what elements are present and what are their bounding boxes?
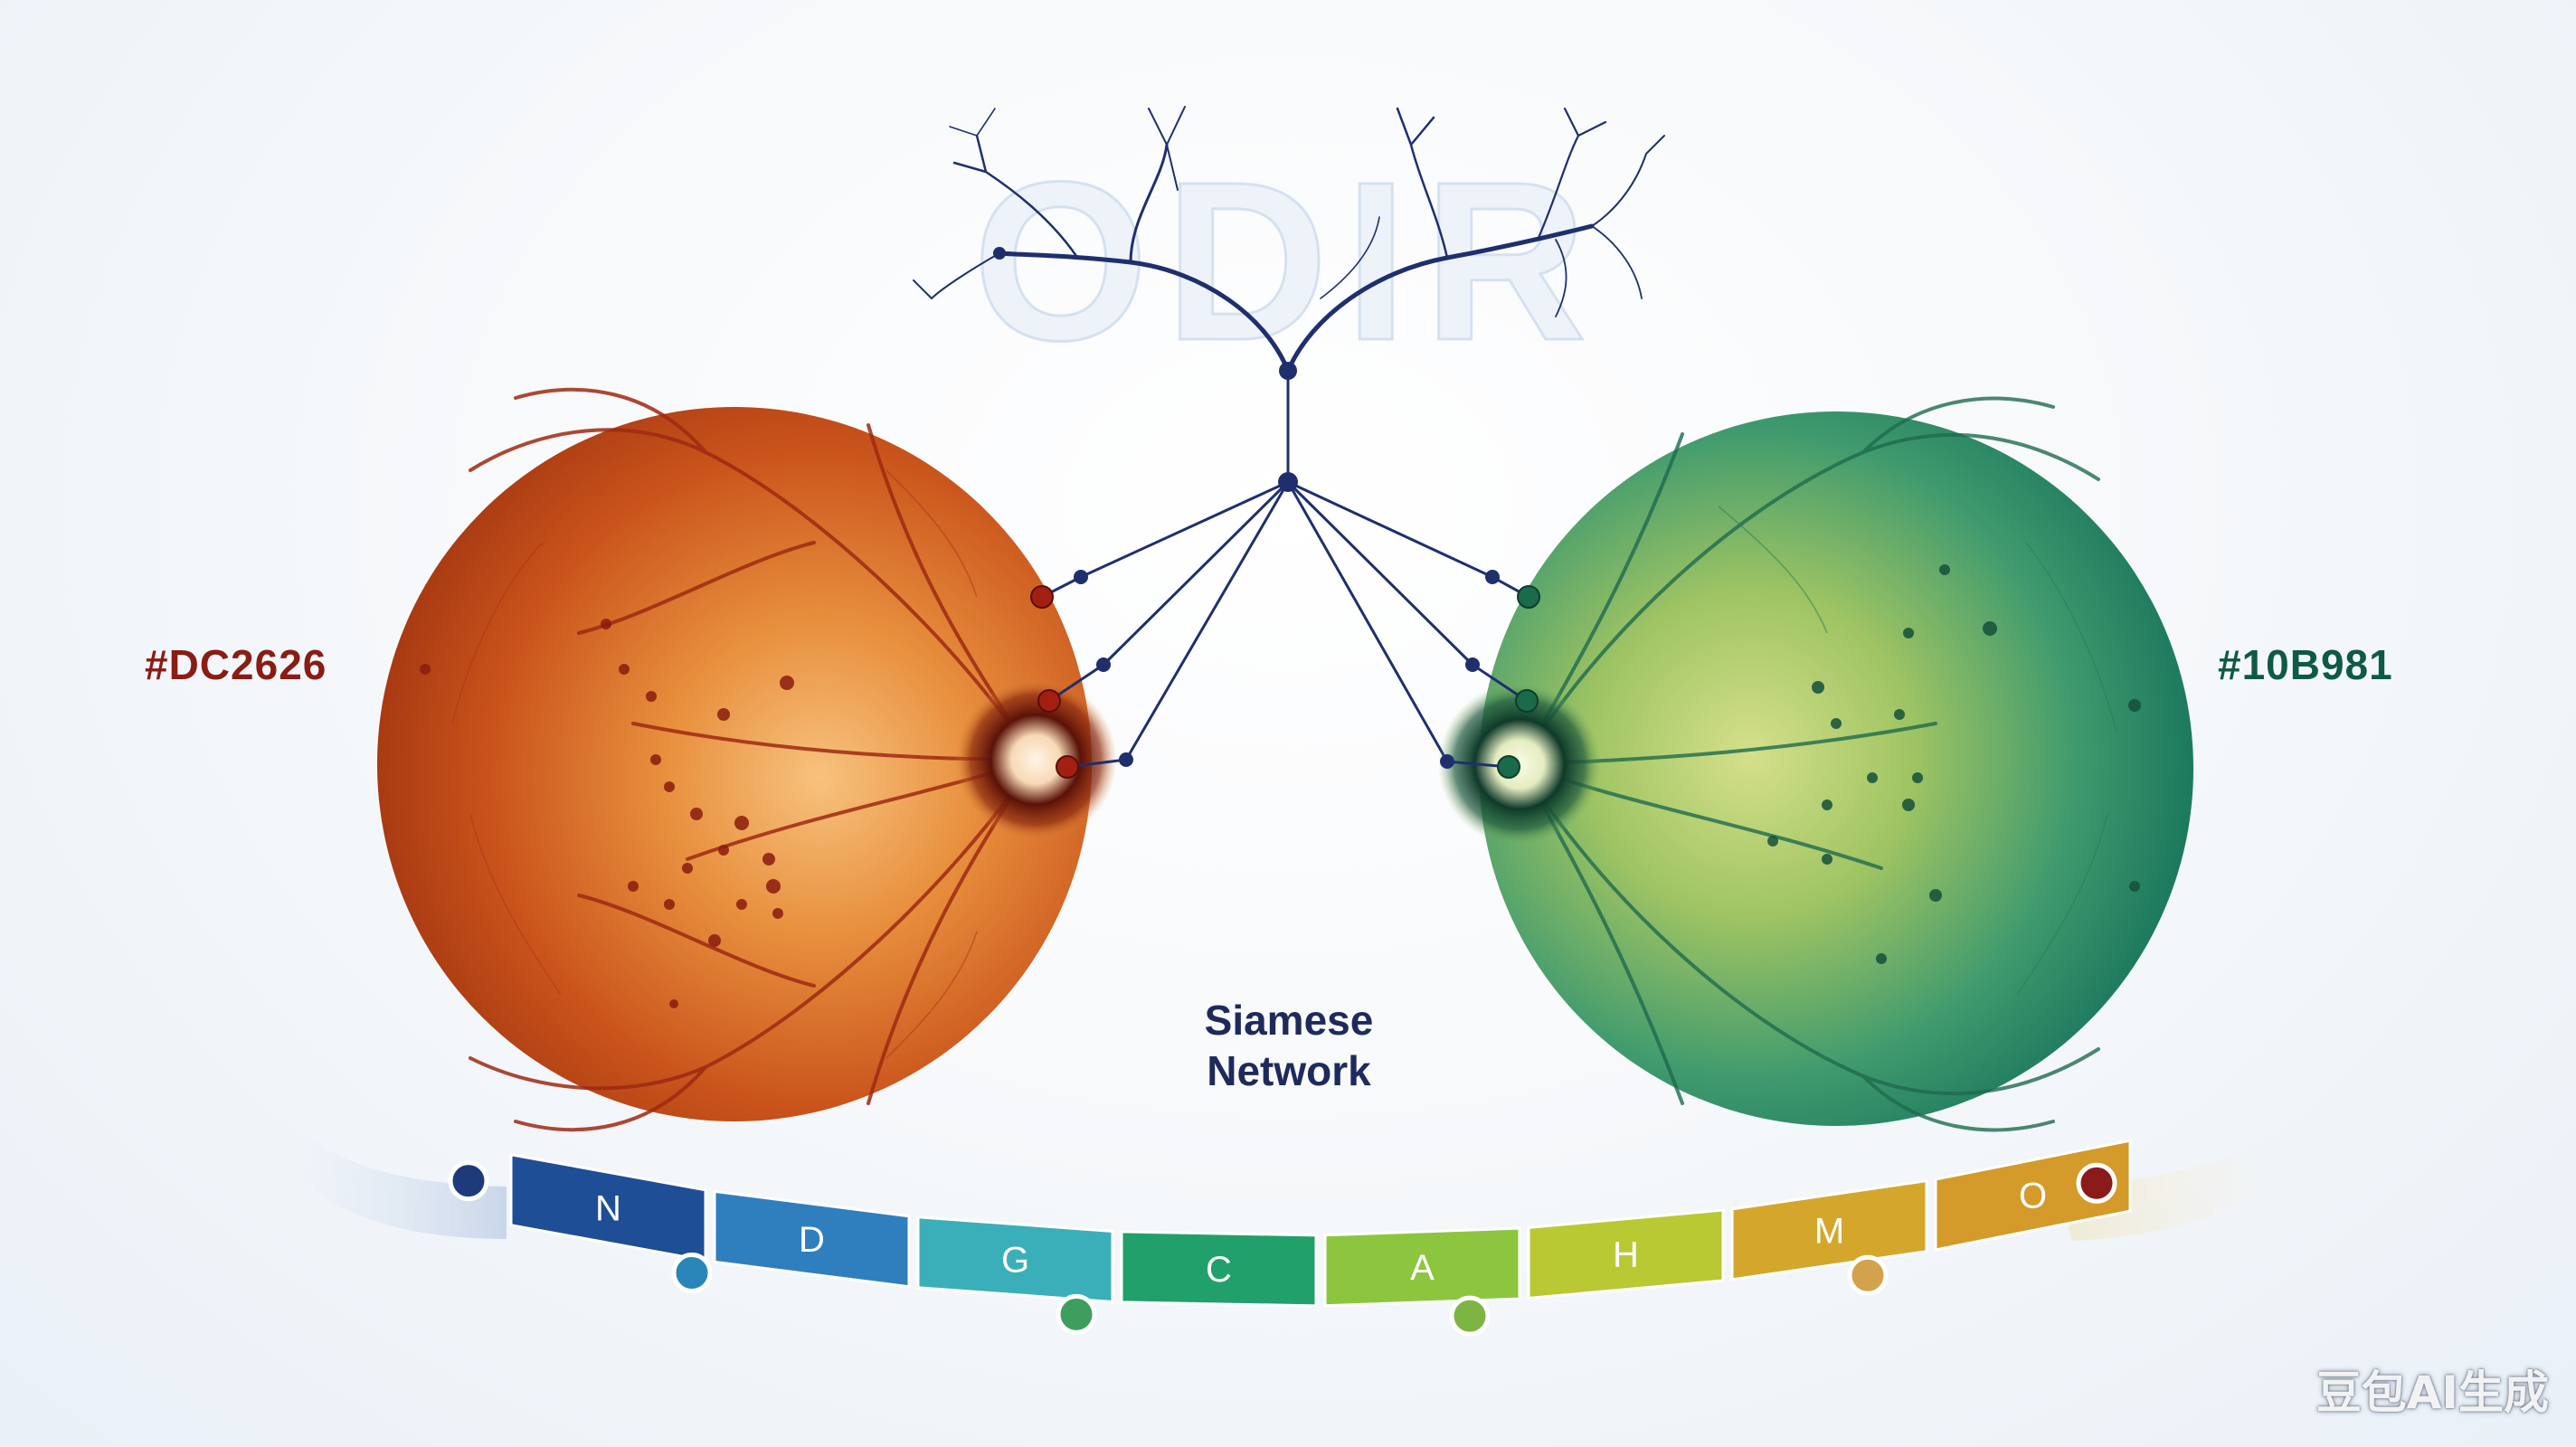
category-scale-nodes [448,1160,2117,1337]
network-node-hub [1278,472,1298,492]
right-eye-fundus [1438,396,2193,1132]
watermark: 豆包AI生成 [2316,1367,2549,1419]
siamese-label-line2: Network [1207,1047,1371,1094]
scale-letter-h: H [1613,1235,1639,1275]
scale-letter-m: M [1814,1211,1844,1251]
scale-node [2076,1162,2117,1204]
scale-node [1847,1254,1889,1296]
title-vessel-tree [913,106,1665,374]
network-trunk [1080,371,1493,762]
right-eye-node-dots [1440,570,1540,779]
scale-segment-h [1527,1208,1725,1300]
scale-letter-n: N [595,1188,621,1228]
scale-node [671,1252,713,1293]
scale-segment-g [916,1215,1114,1304]
network-node-top [1279,362,1297,380]
scale-node [1056,1293,1097,1335]
scale-segment-c [1120,1230,1318,1308]
left-eye-node-dots [1030,570,1133,779]
scale-letter-a: A [1410,1248,1435,1288]
scale-segment-a [1323,1226,1521,1308]
left-eye-fundus [377,387,1117,1132]
scale-letter-o: O [2019,1177,2047,1216]
right-eye-color-label: #10B981 [2218,641,2393,688]
scale-letter-d: D [799,1220,825,1260]
left-eye-color-label: #DC2626 [145,641,327,688]
siamese-label-line1: Siamese [1204,997,1374,1044]
odir-title: ODIR [973,135,1604,387]
scale-band-left [289,1130,507,1239]
scale-segment-o [1934,1139,2132,1252]
scale-node [1449,1295,1491,1337]
scale-node [448,1160,489,1202]
scale-segment-m [1730,1178,1928,1281]
scale-letter-c: C [1206,1250,1232,1290]
siamese-network-label: Siamese Network [1140,995,1438,1096]
category-scale: N D G C A H M O [509,1139,2132,1308]
scale-segment-d [713,1189,911,1289]
scale-letter-g: G [1001,1241,1029,1281]
